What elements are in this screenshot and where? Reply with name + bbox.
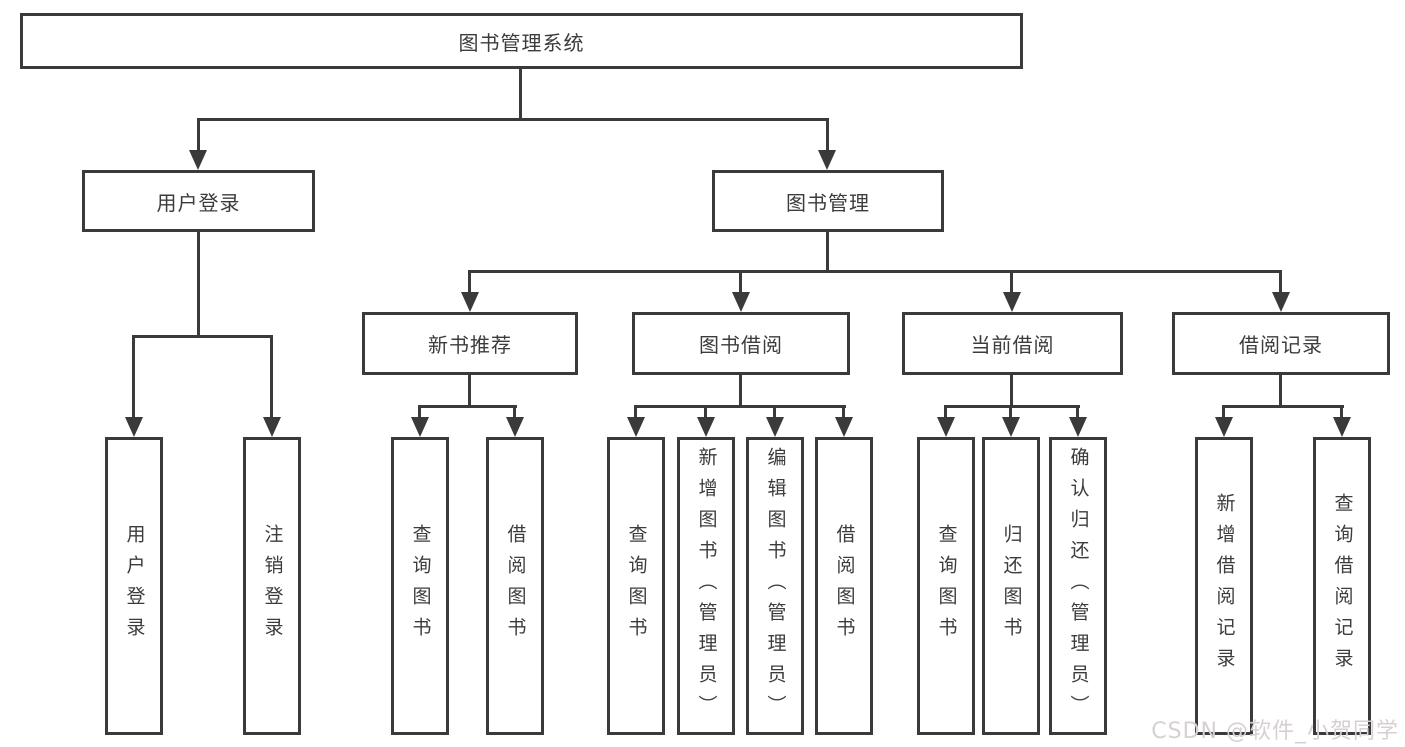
node-user-login-label: 用户登录 (156, 190, 241, 215)
connector-drop-borrowing (739, 270, 742, 296)
connector-drop-leaf-logout (270, 335, 273, 419)
connector-login-stem (197, 232, 200, 337)
leaf-confirm-return-admin-label: 确认归还（管理员） (1067, 446, 1090, 726)
leaf-logout-label: 注销登录 (261, 524, 284, 648)
node-root-label: 图书管理系统 (458, 30, 585, 55)
leaf-user-login: 用户登录 (105, 437, 163, 735)
connector-current-bar (944, 405, 1080, 408)
connector-borrowing-stem (739, 375, 742, 408)
node-borrow-records-label: 借阅记录 (1239, 333, 1323, 357)
arrow-to-current (1003, 292, 1021, 312)
leaf-query-borrow-record: 查询借阅记录 (1313, 437, 1371, 735)
leaf-add-books-admin: 新增图书（管理员） (677, 437, 735, 735)
node-book-borrowing: 图书借阅 (632, 312, 850, 375)
connector-drop-user-login (197, 118, 200, 152)
leaf-recommend-query-books-label: 查询图书 (409, 524, 432, 648)
connector-drop-records (1279, 270, 1282, 296)
leaf-borrow-books-label: 借阅图书 (833, 524, 856, 648)
connector-drop (1340, 405, 1343, 419)
node-book-management: 图书管理 (712, 170, 944, 232)
leaf-current-query-books-label: 查询图书 (935, 524, 958, 648)
leaf-edit-books-admin: 编辑图书（管理员） (746, 437, 804, 735)
leaf-add-borrow-record: 新增借阅记录 (1195, 437, 1253, 735)
arrow-to-leaf (697, 417, 715, 437)
connector-recommend-bar (418, 405, 517, 408)
connector-drop (1222, 405, 1225, 419)
connector-borrowing-bar (634, 405, 846, 408)
leaf-query-borrow-record-label: 查询借阅记录 (1331, 493, 1354, 679)
connector-drop-current (1010, 270, 1013, 296)
arrow-to-leaf (1002, 417, 1020, 437)
csdn-watermark: CSDN @软件_小贺同学 (1151, 719, 1399, 744)
connector-drop (418, 405, 421, 419)
node-user-login: 用户登录 (82, 170, 315, 232)
connector-drop-book-management (826, 118, 829, 152)
leaf-recommend-borrow-books: 借阅图书 (486, 437, 544, 735)
connector-current-stem (1010, 375, 1013, 408)
arrow-to-leaf (766, 417, 784, 437)
node-book-borrowing-label: 图书借阅 (699, 333, 783, 357)
leaf-recommend-query-books: 查询图书 (391, 437, 449, 735)
leaf-borrow-query-books-label: 查询图书 (625, 524, 648, 648)
arrow-to-book-management (818, 150, 836, 170)
node-root: 图书管理系统 (20, 13, 1023, 69)
connector-root-bar (197, 118, 829, 121)
leaf-recommend-borrow-books-label: 借阅图书 (504, 524, 527, 648)
node-borrow-records: 借阅记录 (1172, 312, 1390, 375)
connector-books-stem (826, 232, 829, 273)
arrow-to-recommend (461, 292, 479, 312)
connector-records-stem (1279, 375, 1282, 408)
arrow-to-leaf-logout (263, 417, 281, 437)
connector-drop (634, 405, 637, 419)
connector-drop (704, 405, 707, 419)
leaf-borrow-books: 借阅图书 (815, 437, 873, 735)
arrow-to-borrowing (732, 292, 750, 312)
connector-drop-leaf-user-login (132, 335, 135, 419)
connector-recommend-stem (468, 375, 471, 408)
leaf-current-query-books: 查询图书 (917, 437, 975, 735)
connector-drop (1009, 405, 1012, 419)
arrow-to-leaf (937, 417, 955, 437)
arrow-to-leaf (506, 417, 524, 437)
leaf-return-books-label: 归还图书 (1000, 524, 1023, 648)
node-book-management-label: 图书管理 (786, 190, 870, 215)
node-current-borrowing-label: 当前借阅 (970, 333, 1055, 357)
arrow-to-user-login (189, 150, 207, 170)
connector-root-stem (519, 69, 522, 119)
connector-drop (513, 405, 516, 419)
leaf-add-borrow-record-label: 新增借阅记录 (1213, 493, 1236, 679)
arrow-to-records (1272, 292, 1290, 312)
arrow-to-leaf (1069, 417, 1087, 437)
arrow-to-leaf-user-login (125, 417, 143, 437)
leaf-edit-books-admin-label: 编辑图书（管理员） (764, 446, 787, 726)
connector-drop (842, 405, 845, 419)
leaf-return-books: 归还图书 (982, 437, 1040, 735)
connector-drop (773, 405, 776, 419)
leaf-logout: 注销登录 (243, 437, 301, 735)
connector-books-bar (468, 270, 1281, 273)
leaf-user-login-label: 用户登录 (123, 524, 146, 648)
node-current-borrowing: 当前借阅 (902, 312, 1123, 375)
leaf-add-books-admin-label: 新增图书（管理员） (695, 446, 718, 726)
arrow-to-leaf (627, 417, 645, 437)
connector-drop-recommend (468, 270, 471, 296)
leaf-confirm-return-admin: 确认归还（管理员） (1049, 437, 1107, 735)
arrow-to-leaf (1333, 417, 1351, 437)
leaf-borrow-query-books: 查询图书 (607, 437, 665, 735)
connector-records-bar (1222, 405, 1344, 408)
connector-drop (1076, 405, 1079, 419)
arrow-to-leaf (1215, 417, 1233, 437)
arrow-to-leaf (411, 417, 429, 437)
connector-login-bar (132, 335, 273, 338)
arrow-to-leaf (835, 417, 853, 437)
node-new-book-recommend: 新书推荐 (362, 312, 578, 375)
connector-drop (944, 405, 947, 419)
node-new-book-recommend-label: 新书推荐 (428, 333, 512, 357)
